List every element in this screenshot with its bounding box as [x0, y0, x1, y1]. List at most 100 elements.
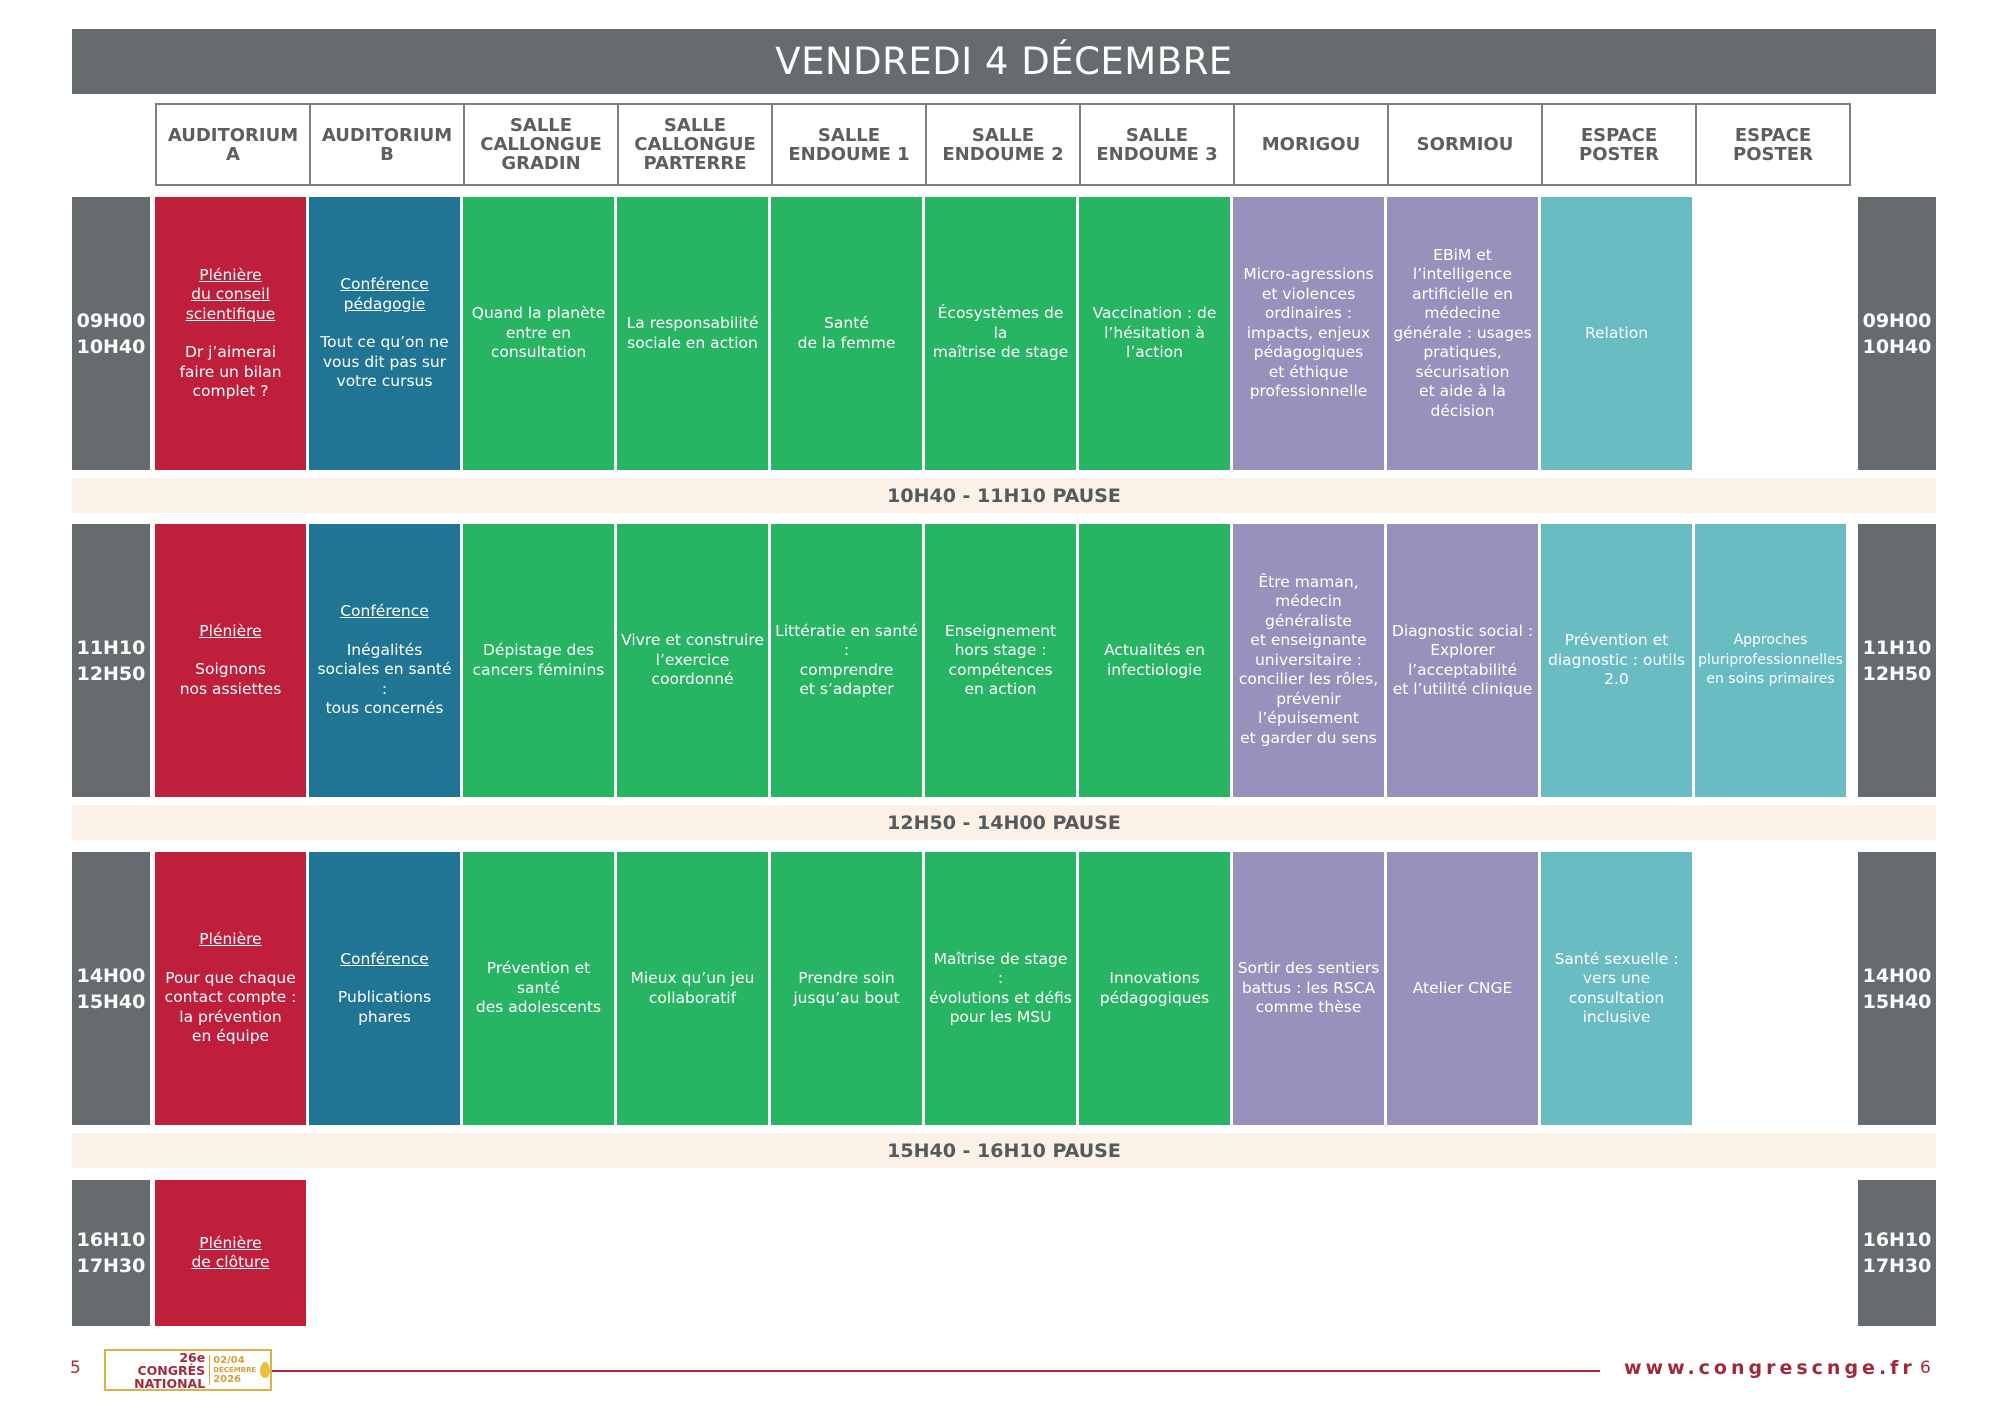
- time-cell-right: 09H00 10H40: [1858, 197, 1936, 470]
- room-header-espace-poster-1: ESPACE POSTER: [1541, 103, 1697, 186]
- time-cell-left: 14H00 15H40: [72, 852, 150, 1125]
- session-cell[interactable]: Littératie en santé : comprendre et s’ad…: [771, 524, 922, 797]
- pause-band: 12H50 - 14H00 PAUSE: [72, 805, 1936, 840]
- session-kind[interactable]: Plénière de clôture: [191, 1233, 270, 1272]
- session-cell[interactable]: Santé de la femme: [771, 197, 922, 470]
- session-cell[interactable]: Plénière de clôture: [155, 1180, 306, 1326]
- website-link[interactable]: www.congrescnge.fr: [1624, 1357, 1916, 1379]
- session-kind[interactable]: Conférence: [340, 949, 429, 968]
- session-title: Vaccination : de l’hésitation à l’action: [1092, 304, 1217, 362]
- logo-dates-year: 2026: [213, 1374, 242, 1385]
- session-kind[interactable]: Conférence: [340, 602, 429, 621]
- session-cell[interactable]: Prendre soin jusqu’au bout: [771, 852, 922, 1125]
- session-title: Santé de la femme: [797, 314, 896, 352]
- session-cell[interactable]: Actualités en infectiologie: [1079, 524, 1230, 797]
- time-cell-left: 16H10 17H30: [72, 1180, 150, 1326]
- session-title: Mieux qu’un jeu collaboratif: [630, 969, 755, 1007]
- session-title: Santé sexuelle : vers une consultation i…: [1554, 949, 1679, 1027]
- session-title: Micro-agressions et violences ordinaires…: [1243, 265, 1374, 401]
- session-cell[interactable]: Vivre et construire l’exercice coordonné: [617, 524, 768, 797]
- time-cell-right: 16H10 17H30: [1858, 1180, 1936, 1326]
- session-title: Prévention et diagnostic : outils 2.0: [1548, 631, 1685, 689]
- session-cell[interactable]: Quand la planète entre en consultation: [463, 197, 614, 470]
- room-header-endoume-3: SALLE ENDOUME 3: [1079, 103, 1235, 186]
- logo-dates-month: DÉCEMBRE: [213, 1366, 257, 1374]
- session-cell[interactable]: Prévention et santé des adolescents: [463, 852, 614, 1125]
- logo-drop-icon: [260, 1362, 270, 1378]
- session-title: Atelier CNGE: [1412, 978, 1513, 997]
- session-cell[interactable]: Conférence Publications phares: [309, 852, 460, 1125]
- session-cell[interactable]: Prévention et diagnostic : outils 2.0: [1541, 524, 1692, 797]
- session-cell[interactable]: Conférence Inégalités sociales en santé …: [309, 524, 460, 797]
- session-cell[interactable]: Relation: [1541, 197, 1692, 470]
- page-number-left: 5: [70, 1358, 81, 1378]
- session-cell[interactable]: Sortir des sentiers battus : les RSCA co…: [1233, 852, 1384, 1125]
- session-title: Être maman, médecin généraliste et ensei…: [1238, 572, 1379, 747]
- session-kind[interactable]: Conférence pédagogie: [340, 275, 429, 313]
- session-kind[interactable]: Plénière: [199, 930, 262, 949]
- session-title: Quand la planète entre en consultation: [471, 304, 606, 362]
- session-title: Écosystèmes de la maîtrise de stage: [932, 304, 1069, 362]
- logo-wordmark: 26e CONGRÈS NATIONAL: [106, 1351, 209, 1390]
- room-header-callongue-gradin: SALLE CALLONGUE GRADIN: [463, 103, 619, 186]
- session-cell[interactable]: Plénière Soignons nos assiettes: [155, 524, 306, 797]
- session-title: Tout ce qu’on ne vous dit pas sur votre …: [320, 333, 449, 391]
- logo-dates: 02/04 DÉCEMBRE 2026: [209, 1355, 256, 1385]
- room-header-sormiou: SORMIOU: [1387, 103, 1543, 186]
- time-cell-right: 11H10 12H50: [1858, 524, 1936, 797]
- room-header-morigou: MORIGOU: [1233, 103, 1389, 186]
- session-title: Relation: [1584, 323, 1649, 342]
- room-header-callongue-parterre: SALLE CALLONGUE PARTERRE: [617, 103, 773, 186]
- session-cell[interactable]: EBiM et l’intelligence artificielle en m…: [1387, 197, 1538, 470]
- session-cell[interactable]: Être maman, médecin généraliste et ensei…: [1233, 524, 1384, 797]
- logo-dates-days: 02/04: [213, 1355, 245, 1366]
- session-title: Diagnostic social : Explorer l’acceptabi…: [1391, 621, 1534, 699]
- session-kind[interactable]: Plénière: [199, 621, 262, 640]
- time-cell-left: 11H10 12H50: [72, 524, 150, 797]
- room-header-espace-poster-2: ESPACE POSTER: [1695, 103, 1851, 186]
- session-cell[interactable]: Dépistage des cancers féminins: [463, 524, 614, 797]
- session-cell[interactable]: Écosystèmes de la maîtrise de stage: [925, 197, 1076, 470]
- session-cell[interactable]: Plénière Pour que chaque contact compte …: [155, 852, 306, 1125]
- session-cell[interactable]: Plénière du conseil scientifique Dr j’ai…: [155, 197, 306, 470]
- session-cell[interactable]: Enseignement hors stage : compétences en…: [925, 524, 1076, 797]
- session-kind[interactable]: Plénière du conseil scientifique: [185, 265, 276, 323]
- session-cell[interactable]: Santé sexuelle : vers une consultation i…: [1541, 852, 1692, 1125]
- logo-line-1: 26e CONGRÈS: [137, 1349, 206, 1378]
- session-title: Prévention et santé des adolescents: [475, 959, 602, 1017]
- room-header-endoume-1: SALLE ENDOUME 1: [771, 103, 927, 186]
- session-title: Inégalités sociales en santé : tous conc…: [317, 640, 452, 718]
- session-cell[interactable]: Innovations pédagogiques: [1079, 852, 1230, 1125]
- session-cell[interactable]: La responsabilité sociale en action: [617, 197, 768, 470]
- congress-logo: 26e CONGRÈS NATIONAL 02/04 DÉCEMBRE 2026: [104, 1349, 272, 1391]
- session-title: EBiM et l’intelligence artificielle en m…: [1393, 245, 1532, 420]
- session-title: Actualités en infectiologie: [1104, 641, 1205, 679]
- session-title: Soignons nos assiettes: [179, 660, 282, 698]
- page-title: VENDREDI 4 DÉCEMBRE: [72, 29, 1936, 94]
- pause-band: 10H40 - 11H10 PAUSE: [72, 478, 1936, 513]
- room-header-auditorium-b: AUDITORIUM B: [309, 103, 465, 186]
- session-cell[interactable]: Approches pluriprofessionnelles en soins…: [1695, 524, 1846, 797]
- session-cell[interactable]: Micro-agressions et violences ordinaires…: [1233, 197, 1384, 470]
- session-cell[interactable]: Mieux qu’un jeu collaboratif: [617, 852, 768, 1125]
- session-title: La responsabilité sociale en action: [626, 314, 759, 352]
- session-title: Dépistage des cancers féminins: [472, 641, 605, 679]
- session-title: Innovations pédagogiques: [1099, 969, 1210, 1007]
- session-cell[interactable]: Conférence pédagogie Tout ce qu’on ne vo…: [309, 197, 460, 470]
- session-cell[interactable]: Atelier CNGE: [1387, 852, 1538, 1125]
- room-header-auditorium-a: AUDITORIUM A: [155, 103, 311, 186]
- session-title: Vivre et construire l’exercice coordonné: [621, 631, 764, 689]
- time-cell-right: 14H00 15H40: [1858, 852, 1936, 1125]
- session-cell[interactable]: Maîtrise de stage : évolutions et défis …: [925, 852, 1076, 1125]
- logo-line-2: NATIONAL: [134, 1375, 206, 1391]
- page-number-right: 6: [1920, 1358, 1931, 1378]
- session-title: Publications phares: [337, 988, 432, 1026]
- session-title: Enseignement hors stage : compétences en…: [944, 621, 1057, 699]
- room-header-endoume-2: SALLE ENDOUME 2: [925, 103, 1081, 186]
- session-cell[interactable]: Vaccination : de l’hésitation à l’action: [1079, 197, 1230, 470]
- pause-band: 15H40 - 16H10 PAUSE: [72, 1133, 1936, 1168]
- session-title: Maîtrise de stage : évolutions et défis …: [929, 949, 1072, 1027]
- session-cell[interactable]: Diagnostic social : Explorer l’acceptabi…: [1387, 524, 1538, 797]
- time-cell-left: 09H00 10H40: [72, 197, 150, 470]
- session-title: Approches pluriprofessionnelles en soins…: [1698, 632, 1843, 688]
